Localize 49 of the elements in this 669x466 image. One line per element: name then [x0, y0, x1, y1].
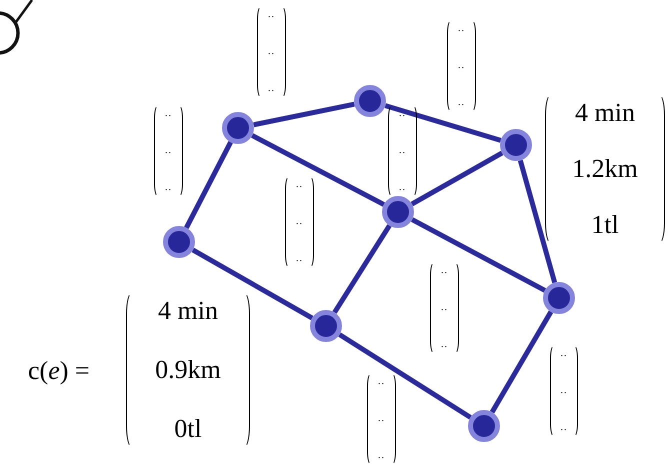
vector-entry: .. — [268, 84, 275, 94]
vector-entry: .. — [268, 47, 275, 57]
graph-edge — [410, 150, 504, 206]
vector-entry: .. — [441, 340, 448, 350]
vector-entry: 1tl — [591, 212, 619, 238]
vector-entry: .. — [378, 414, 385, 424]
vector-entry: .. — [560, 423, 568, 433]
vertex-circle — [382, 196, 414, 228]
graph-edge — [332, 224, 392, 314]
vector-entry: .. — [560, 349, 568, 359]
vector-entry: .. — [296, 180, 303, 190]
vertex-circle — [500, 129, 532, 161]
vector-entry: 4 min — [158, 298, 218, 324]
vector-entry: .. — [268, 10, 275, 20]
graph-edge — [384, 103, 502, 143]
graph-edge — [518, 160, 558, 284]
vector-entry: 1.2km — [572, 156, 638, 182]
graph-edge — [192, 248, 314, 320]
vector-entry: .. — [165, 183, 172, 193]
graph-edge — [184, 141, 233, 229]
vertex-circle — [543, 282, 575, 314]
graph-edge — [410, 217, 546, 293]
vector-entry: .. — [560, 386, 568, 396]
vertex-circle — [310, 310, 342, 342]
vector-entry: .. — [441, 303, 448, 313]
vector-entry: .. — [378, 377, 385, 387]
vertex-circle — [222, 112, 254, 144]
vector-entry: .. — [296, 217, 303, 227]
vector-entry: .. — [399, 109, 406, 119]
vector-entry: .. — [296, 254, 303, 264]
vector-entry: .. — [458, 98, 465, 108]
vector-entry: .. — [165, 146, 172, 156]
vector-entry: .. — [458, 61, 465, 71]
vertex-circle — [163, 226, 195, 258]
vector-entry: .. — [399, 183, 406, 193]
vector-entry: .. — [399, 146, 406, 156]
vector-entry: .. — [441, 266, 448, 276]
vector-entry: .. — [165, 109, 172, 119]
vector-entry: 0tl — [174, 416, 202, 442]
formula-label: c(e) = — [28, 358, 90, 384]
vector-entry: 4 min — [575, 100, 635, 126]
vector-entry: .. — [378, 451, 385, 461]
vertex-circle — [468, 410, 500, 442]
graph-edge — [253, 102, 355, 128]
graph-edge — [251, 133, 385, 207]
vector-entry: 0.9km — [155, 357, 221, 383]
graph-edge — [490, 310, 554, 414]
graph-edge — [338, 332, 472, 420]
vector-entry: .. — [458, 24, 465, 34]
